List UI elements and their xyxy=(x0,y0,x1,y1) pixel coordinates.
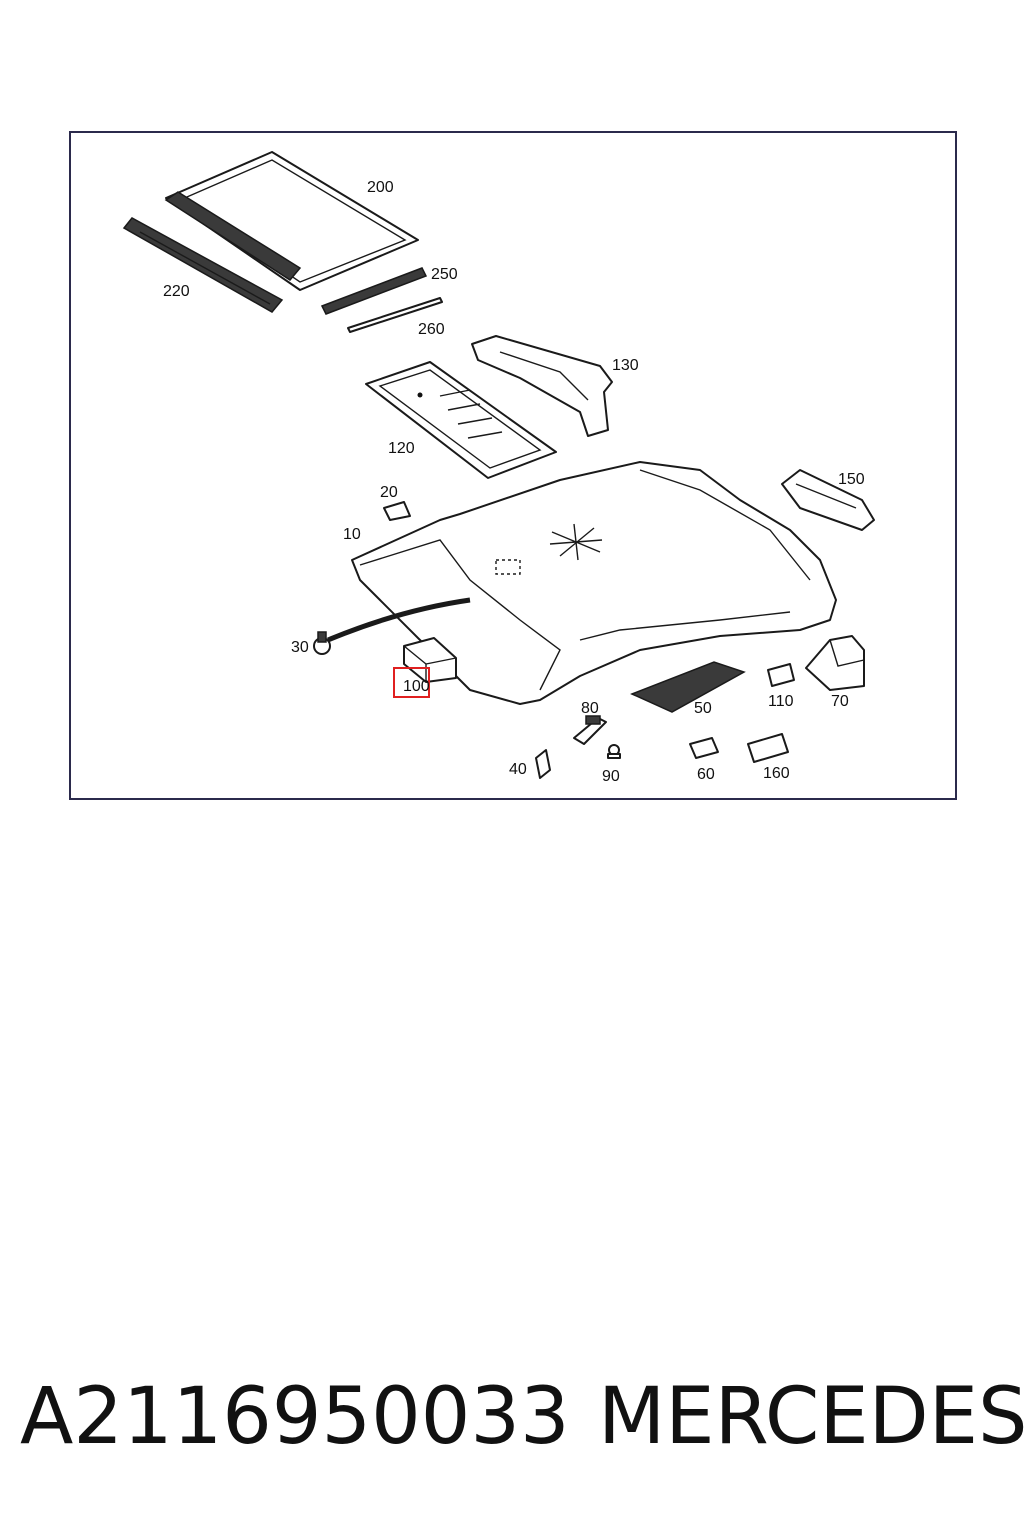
brand-name: MERCEDES xyxy=(598,1372,1024,1462)
part-260-seal[interactable] xyxy=(347,297,443,333)
part-250-strip[interactable] xyxy=(320,267,428,315)
label-90: 90 xyxy=(602,768,620,785)
part-80-clip[interactable] xyxy=(573,715,607,745)
label-260: 260 xyxy=(418,321,445,338)
label-200: 200 xyxy=(367,179,394,196)
part-90-screw[interactable] xyxy=(607,744,621,759)
part-150-rear-trim[interactable] xyxy=(781,469,875,531)
part-130-bracket[interactable] xyxy=(471,335,613,437)
part-110-block[interactable] xyxy=(767,663,795,687)
part-220-rail[interactable] xyxy=(122,191,302,313)
part-60-block[interactable] xyxy=(689,737,719,759)
label-50: 50 xyxy=(694,700,712,717)
part-120-panel[interactable] xyxy=(365,361,557,479)
label-60: 60 xyxy=(697,766,715,783)
part-10-headliner[interactable] xyxy=(351,461,837,705)
label-150: 150 xyxy=(838,471,865,488)
label-30: 30 xyxy=(291,639,309,656)
highlight-box xyxy=(393,667,430,698)
part-40-bracket[interactable] xyxy=(535,749,551,779)
part-50-strip[interactable] xyxy=(630,661,746,713)
label-130: 130 xyxy=(612,357,639,374)
label-80: 80 xyxy=(581,700,599,717)
part-70-housing[interactable] xyxy=(805,635,865,691)
label-160: 160 xyxy=(763,765,790,782)
part-30-clip[interactable] xyxy=(313,631,331,655)
label-10: 10 xyxy=(343,526,361,543)
part-number: A2116950033 xyxy=(20,1372,570,1462)
label-220: 220 xyxy=(163,283,190,300)
part-100-pad[interactable] xyxy=(403,637,457,683)
caption: A2116950033 MERCEDES xyxy=(0,1372,1024,1472)
label-110: 110 xyxy=(768,693,794,710)
label-250: 250 xyxy=(431,266,458,283)
label-40: 40 xyxy=(509,761,527,778)
label-100[interactable]: 100 xyxy=(403,678,430,695)
label-20: 20 xyxy=(380,484,398,501)
part-cable xyxy=(327,597,471,643)
label-120: 120 xyxy=(388,440,415,457)
part-20-pad[interactable] xyxy=(383,501,411,521)
diagram-frame xyxy=(69,131,957,800)
sun-glyph xyxy=(549,523,603,561)
label-70: 70 xyxy=(831,693,849,710)
part-160-block[interactable] xyxy=(747,733,789,763)
